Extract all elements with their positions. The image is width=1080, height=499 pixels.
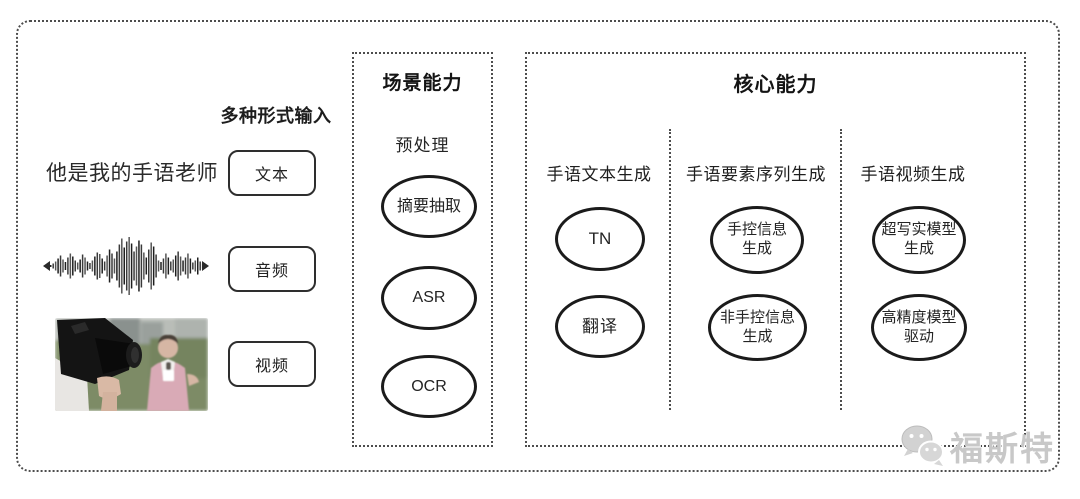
column-divider — [669, 129, 671, 410]
input-section-label: 多种形式输入 — [220, 106, 332, 126]
node-high-precision-model-driving: 高精度模型 驱动 — [871, 294, 967, 361]
scene-capability-box: 场景能力 预处理 摘要抽取 ASR OCR — [352, 52, 493, 447]
audio-waveform-icon — [43, 237, 209, 295]
node-tn: TN — [555, 207, 645, 271]
column-divider — [840, 129, 842, 410]
node-translation: 翻译 — [555, 295, 645, 358]
column-label-sl-text-generation: 手语文本生成 — [546, 165, 652, 184]
node-asr: ASR — [381, 266, 477, 330]
column-label-sl-element-sequence-generation: 手语要素序列生成 — [686, 165, 826, 184]
input-box-text-label: 文本 — [254, 167, 289, 184]
node-summary-extraction: 摘要抽取 — [381, 175, 477, 238]
sample-sentence-text: 他是我的手语老师 — [46, 162, 218, 185]
input-box-audio-label: 音频 — [254, 263, 289, 280]
watermark: 福斯特 — [898, 422, 1055, 470]
input-box-text: 文本 — [228, 150, 316, 196]
video-thumbnail-image — [55, 318, 208, 411]
node-non-manual-info-generation: 非手控信息 生成 — [708, 294, 807, 361]
scene-box-title: 场景能力 — [382, 73, 463, 94]
wechat-icon — [901, 425, 944, 466]
input-box-video-label: 视频 — [254, 358, 289, 375]
watermark-text: 福斯特 — [950, 430, 1055, 467]
scene-box-subtitle: 预处理 — [395, 136, 450, 155]
core-box-title: 核心能力 — [733, 74, 818, 96]
node-ocr: OCR — [381, 355, 477, 418]
core-capability-box: 核心能力 手语文本生成 手语要素序列生成 手语视频生成 TN 翻译 手控信息 生… — [525, 52, 1026, 447]
input-box-video: 视频 — [228, 341, 316, 387]
column-label-sl-video-generation: 手语视频生成 — [860, 165, 966, 184]
node-hyperrealistic-model-generation: 超写实模型 生成 — [872, 206, 966, 274]
node-manual-info-generation: 手控信息 生成 — [710, 206, 804, 274]
input-box-audio: 音频 — [228, 246, 316, 292]
outer-dotted-border — [16, 20, 1060, 472]
